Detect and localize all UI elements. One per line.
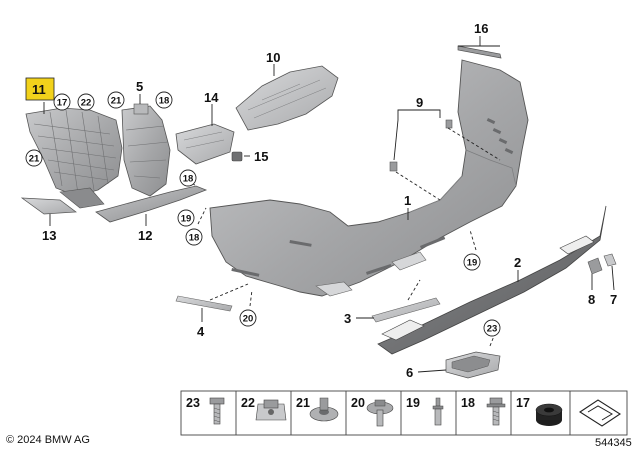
heat-shield-10 bbox=[235, 65, 339, 131]
callout-16: 16 bbox=[474, 21, 488, 36]
bracket-5 bbox=[121, 103, 171, 197]
clip-9 bbox=[389, 119, 453, 172]
circled-17: 17 bbox=[57, 98, 68, 109]
reflector-7 bbox=[603, 253, 617, 267]
part-13 bbox=[20, 197, 77, 215]
trim-strip-3 bbox=[371, 297, 441, 323]
exhaust-trim-6 bbox=[445, 351, 501, 379]
circled-19: 19 bbox=[467, 258, 478, 269]
circled-callouts: 17 22 21 21 18 18 19 18 19 20 23 bbox=[25, 91, 501, 337]
callout-13: 13 bbox=[42, 228, 56, 243]
circled-18: 18 bbox=[189, 233, 200, 244]
callout-12: 12 bbox=[138, 228, 152, 243]
highlight-box bbox=[25, 77, 55, 101]
callout-14: 14 bbox=[204, 90, 219, 105]
callout-7: 7 bbox=[610, 292, 617, 307]
screw-bolt-icon bbox=[209, 397, 225, 425]
bracket-12 bbox=[95, 185, 208, 223]
callout-10: 10 bbox=[266, 50, 280, 65]
fastener-num-18: 18 bbox=[461, 396, 475, 410]
diagram-number: 544345 bbox=[595, 437, 632, 449]
circled-23: 23 bbox=[487, 324, 498, 335]
circled-19: 19 bbox=[181, 214, 192, 225]
callout-1: 1 bbox=[404, 193, 411, 208]
leader-lines bbox=[43, 36, 615, 373]
bracket-assembly-11 bbox=[25, 107, 123, 209]
fastener-num-21: 21 bbox=[296, 396, 310, 410]
clip-nut-icon bbox=[255, 399, 287, 421]
callout-labels: 16 10 11 5 9 14 15 1 13 12 2 4 3 8 7 6 bbox=[25, 21, 617, 380]
callout-11: 11 bbox=[32, 82, 46, 97]
heat-shield-14 bbox=[175, 123, 235, 165]
rivet-icon bbox=[432, 397, 444, 426]
bumper-cover bbox=[209, 59, 529, 297]
circled-20: 20 bbox=[243, 314, 254, 325]
fastener-num-20: 20 bbox=[351, 396, 365, 410]
fastener-num-22: 22 bbox=[241, 396, 255, 410]
bracket-8 bbox=[587, 257, 603, 275]
grommet-icon bbox=[535, 403, 563, 426]
circled-21: 21 bbox=[29, 154, 40, 165]
fastener-num-17: 17 bbox=[516, 396, 530, 410]
sensor-15 bbox=[231, 151, 243, 162]
bracket-outline-icon bbox=[578, 399, 622, 427]
fastener-num-23: 23 bbox=[186, 396, 200, 410]
copyright-text: © 2024 BMW AG bbox=[6, 434, 90, 446]
flange-bolt-icon bbox=[486, 397, 506, 426]
fastener-num-19: 19 bbox=[406, 396, 420, 410]
circled-22: 22 bbox=[81, 98, 92, 109]
callout-8: 8 bbox=[588, 292, 595, 307]
callout-4: 4 bbox=[197, 324, 205, 339]
circled-18: 18 bbox=[159, 96, 170, 107]
callout-9: 9 bbox=[416, 95, 423, 110]
callout-5: 5 bbox=[136, 79, 143, 94]
diffuser-part bbox=[377, 205, 607, 355]
circled-21: 21 bbox=[111, 96, 122, 107]
fastener-table: 23 22 21 20 19 18 17 bbox=[180, 390, 628, 436]
trim-strip-4 bbox=[175, 295, 233, 312]
collar-screw-icon bbox=[366, 399, 394, 427]
push-nut-icon bbox=[309, 397, 339, 422]
part-16-strip bbox=[457, 45, 502, 59]
callout-2: 2 bbox=[514, 255, 521, 270]
callout-15: 15 bbox=[254, 149, 268, 164]
callout-3: 3 bbox=[344, 311, 351, 326]
circled-18: 18 bbox=[183, 174, 194, 185]
callout-6: 6 bbox=[406, 365, 413, 380]
